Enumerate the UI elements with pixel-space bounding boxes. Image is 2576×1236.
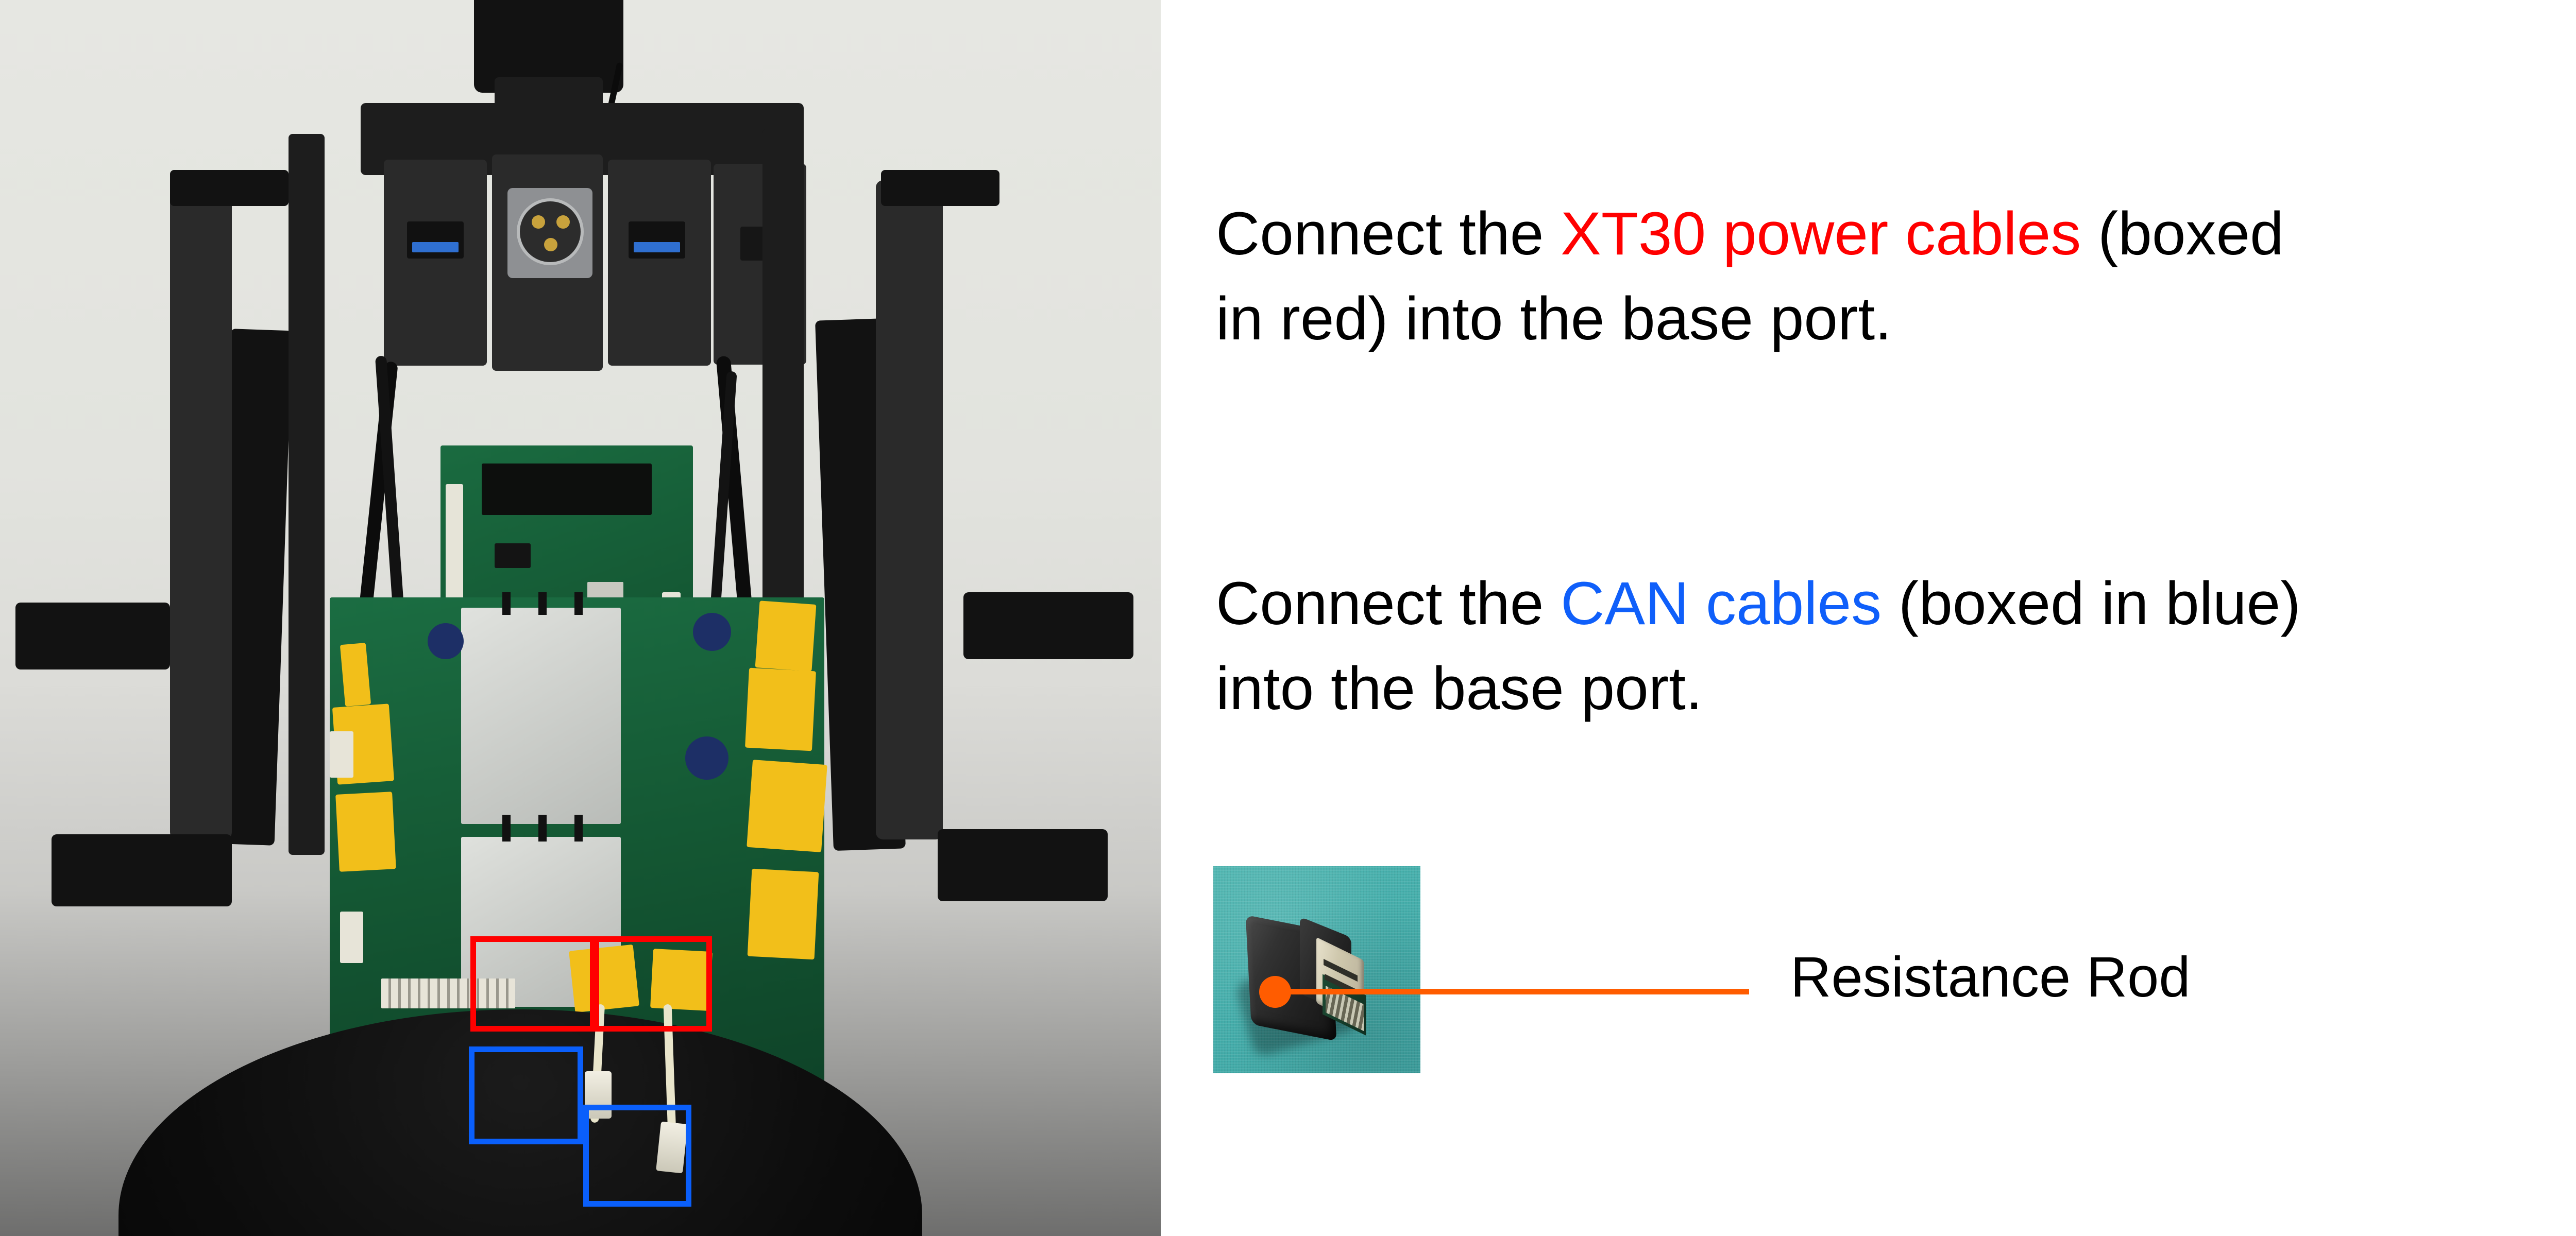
- para2-lead-text: Connect the: [1216, 570, 1561, 638]
- instruction-text-column: Connect the XT30 power cables (boxed in …: [1161, 0, 2576, 1236]
- pcb-header-strip: [482, 464, 652, 515]
- plate-tab-2: [538, 815, 547, 842]
- para2-line2: into the base port.: [1216, 655, 1703, 723]
- port-block-a: [384, 160, 487, 366]
- bracket-low-left: [52, 834, 232, 906]
- plate-tab-6: [574, 592, 583, 615]
- port-block-c: [608, 160, 711, 366]
- resistance-rod-leader-line: [1280, 989, 1749, 994]
- xt30-power-cables-highlight: XT30 power cables: [1561, 200, 2081, 268]
- resistance-rod-inset-photo: [1213, 866, 1420, 1073]
- heatsink-plate-upper: [461, 608, 621, 824]
- pcb-label-1: [587, 582, 623, 599]
- bracket-mid-left: [15, 603, 170, 670]
- can-connector-left: [585, 1071, 612, 1119]
- resistance-rod-label: Resistance Rod: [1790, 946, 2191, 1009]
- left-robot-photo: [0, 0, 1161, 1236]
- xt30-left-2: [335, 792, 396, 872]
- plate-tab-3: [574, 815, 583, 842]
- xlr-pin-2: [556, 215, 570, 229]
- bracket-mid-right: [963, 592, 1133, 659]
- resistance-rod-leader-dot: [1259, 976, 1291, 1008]
- plate-tab-1: [502, 815, 511, 842]
- xt30-right-3: [747, 868, 819, 960]
- white-header-left-2: [330, 731, 353, 778]
- instruction-paragraph-2: Connect the CAN cables (boxed in blue) i…: [1216, 561, 2576, 731]
- xt30-left-3: [340, 643, 371, 707]
- inner-rail-left: [289, 134, 325, 855]
- bracket-top-left: [170, 170, 289, 206]
- xt30-right-4: [755, 600, 817, 672]
- annotation-blue-box-left-1: [469, 1046, 583, 1144]
- xlr-pin-1: [532, 215, 545, 229]
- para1-line2: in red) into the base port.: [1216, 285, 1892, 353]
- capacitor-right-2: [685, 736, 728, 780]
- annotation-blue-box-left-2: [583, 1105, 691, 1207]
- xlr-connector-face: [517, 198, 584, 265]
- can-cables-highlight: CAN cables: [1561, 570, 1882, 638]
- capacitor-left-1: [428, 623, 464, 659]
- usb-port-2: [629, 221, 685, 259]
- xt30-right-1: [745, 667, 816, 751]
- para1-tail-text: (boxed: [2081, 200, 2284, 268]
- para1-lead-text: Connect the: [1216, 200, 1561, 268]
- plate-tab-5: [538, 592, 547, 615]
- annotation-red-box-left-1: [470, 936, 596, 1032]
- instruction-paragraph-1: Connect the XT30 power cables (boxed in …: [1216, 192, 2576, 362]
- capacitor-right-1: [693, 613, 731, 651]
- pcb-chip-2: [495, 543, 531, 568]
- xt30-right-2: [747, 760, 827, 852]
- bracket-low-right: [938, 829, 1108, 901]
- usb-port-1-tongue: [412, 242, 459, 252]
- plate-tab-4: [502, 592, 511, 615]
- para2-tail-text: (boxed in blue): [1882, 570, 2301, 638]
- annotation-red-box-left-2: [594, 936, 712, 1032]
- usb-port-1: [407, 221, 464, 259]
- white-header-left: [340, 912, 363, 963]
- bracket-top-right: [881, 170, 999, 206]
- usb-port-2-tongue: [634, 242, 680, 252]
- pin-header-row: [381, 978, 515, 1008]
- xlr-pin-3: [544, 238, 557, 251]
- outer-shell-right: [876, 180, 943, 839]
- outer-shell-left: [170, 191, 232, 839]
